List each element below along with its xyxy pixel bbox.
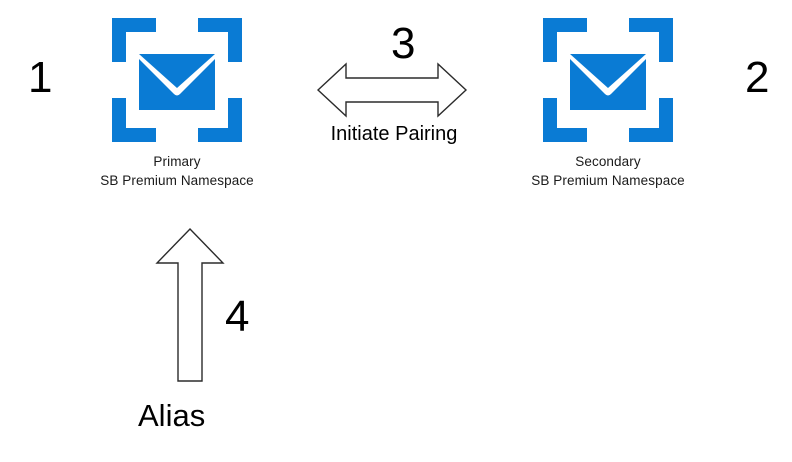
connector-initiate-pairing: Initiate Pairing bbox=[316, 62, 472, 146]
step-number-2: 2 bbox=[745, 53, 770, 102]
node-primary-namespace[interactable]: Primary SB Premium Namespace bbox=[62, 18, 292, 190]
double-headed-arrow-icon bbox=[316, 62, 468, 118]
service-bus-namespace-icon bbox=[543, 18, 673, 142]
connector-initiate-pairing-label: Initiate Pairing bbox=[330, 123, 458, 145]
service-bus-namespace-icon bbox=[112, 18, 242, 142]
node-secondary-namespace[interactable]: Secondary SB Premium Namespace bbox=[493, 18, 723, 190]
node-secondary-caption: Secondary SB Premium Namespace bbox=[493, 152, 723, 190]
connector-alias: Alias bbox=[138, 226, 260, 434]
connector-alias-label: Alias bbox=[138, 398, 206, 433]
up-arrow-icon bbox=[155, 227, 225, 382]
step-number-1: 1 bbox=[28, 53, 53, 102]
node-primary-caption: Primary SB Premium Namespace bbox=[62, 152, 292, 190]
node-primary-caption-line-1: Primary bbox=[153, 154, 201, 169]
step-number-4: 4 bbox=[225, 292, 250, 341]
node-primary-caption-line-2: SB Premium Namespace bbox=[100, 173, 254, 188]
node-secondary-caption-line-1: Secondary bbox=[575, 154, 641, 169]
node-secondary-caption-line-2: SB Premium Namespace bbox=[531, 173, 685, 188]
step-number-3: 3 bbox=[391, 19, 416, 68]
